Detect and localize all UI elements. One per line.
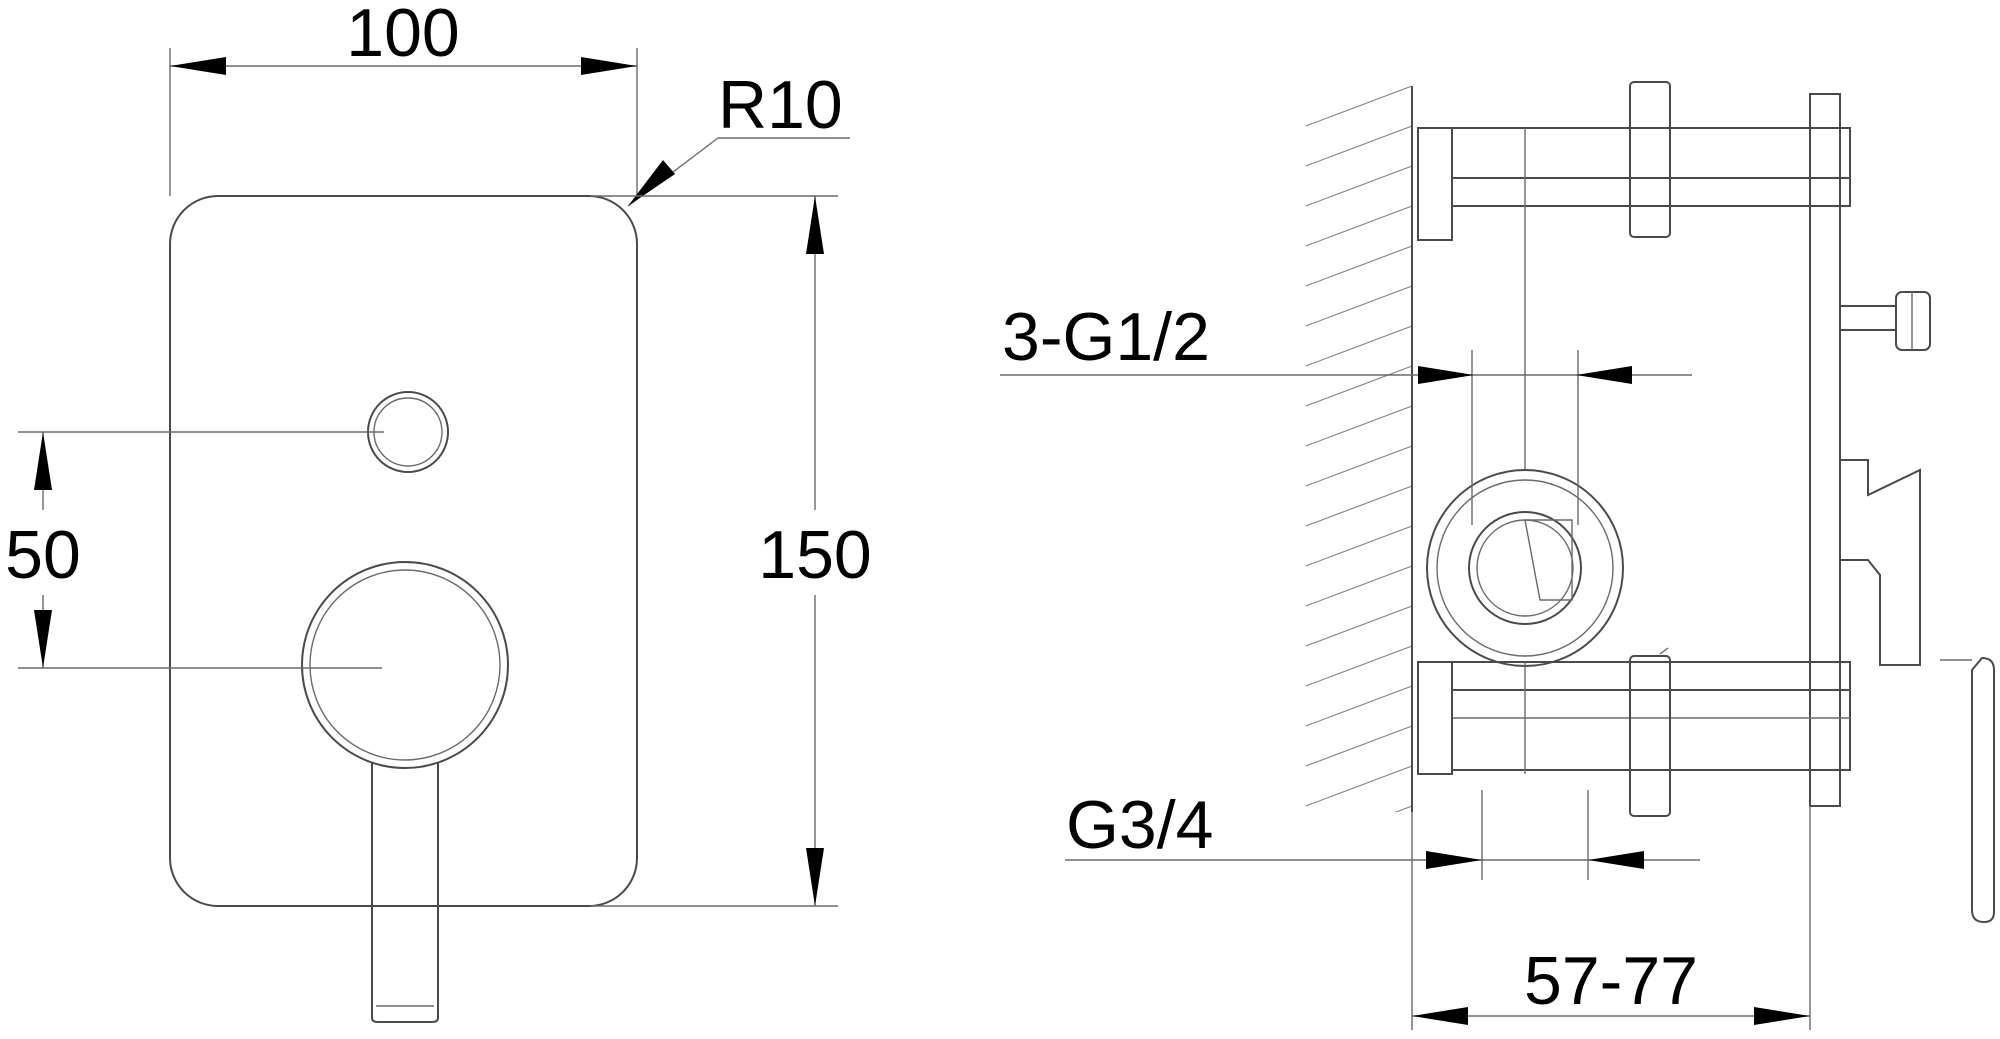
spacing-label: 50 <box>5 517 81 593</box>
dimension-outlet-thread: 3-G1/2 <box>1000 299 1692 384</box>
arrowhead-down <box>34 610 52 668</box>
width-label: 100 <box>346 0 459 71</box>
dimension-width: 100 <box>169 0 638 196</box>
arrowhead-outlet-left <box>1418 366 1474 384</box>
lever-handle <box>301 561 509 1023</box>
radius-label: R10 <box>718 67 843 143</box>
cover-plate <box>169 195 638 907</box>
dimension-height: 150 <box>590 195 872 907</box>
side-lever <box>1839 459 1995 924</box>
arrowhead-top <box>806 196 824 254</box>
inlet-thread-label: G3/4 <box>1066 787 1213 863</box>
arrowhead-inlet-left <box>1426 851 1482 869</box>
side-knob <box>1839 291 1931 351</box>
arrowhead-left <box>170 57 226 75</box>
valve-body-center <box>1426 206 1624 667</box>
front-view: 100 R10 150 50 <box>5 0 872 1023</box>
wall-hatching <box>1306 86 1413 812</box>
depth-range-label: 57-77 <box>1524 943 1698 1019</box>
dimension-depth-range: 57-77 <box>1411 806 1811 1030</box>
side-view: 3-G1/2 G3/4 57-77 <box>1000 81 1995 1030</box>
outlet-thread-label: 3-G1/2 <box>1002 299 1210 375</box>
arrowhead-up <box>34 432 52 490</box>
valve-body-bottom <box>1417 647 1851 817</box>
dimension-radius: R10 <box>627 67 850 207</box>
arrowhead-depth-right <box>1754 1007 1810 1025</box>
arrowhead-bottom <box>806 848 824 906</box>
height-label: 150 <box>758 517 871 593</box>
dimension-inlet-thread: G3/4 <box>1065 787 1700 880</box>
valve-body-top <box>1417 81 1851 807</box>
arrowhead-outlet-right <box>1576 366 1632 384</box>
dimension-spacing: 50 <box>5 431 384 669</box>
arrowhead-inlet-right <box>1588 851 1644 869</box>
arrowhead-depth-left <box>1412 1007 1468 1025</box>
arrowhead-right <box>581 57 637 75</box>
radius-arrowhead <box>628 160 675 206</box>
